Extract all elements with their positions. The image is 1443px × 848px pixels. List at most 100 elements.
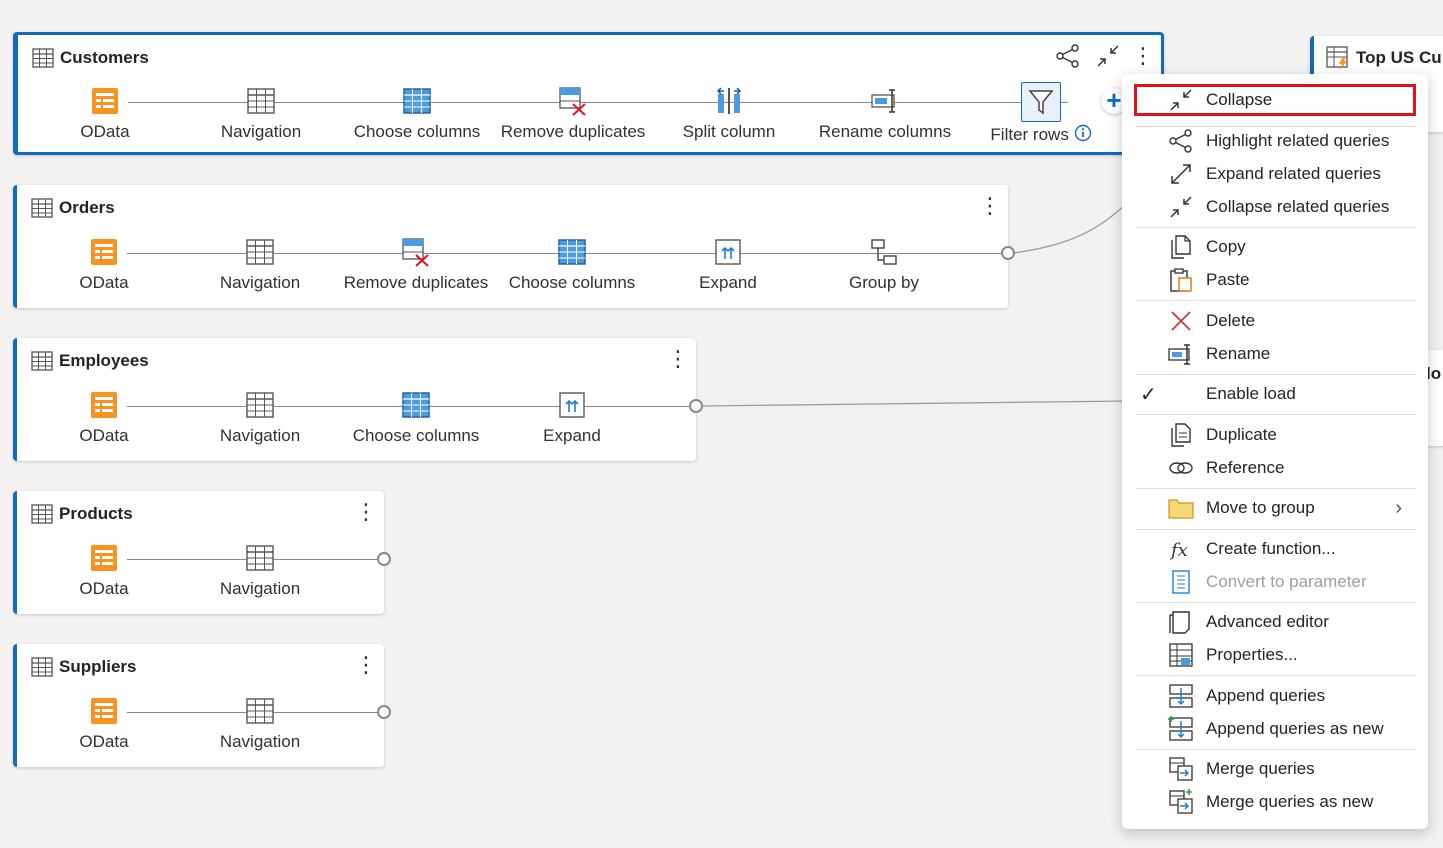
folder-icon: [1168, 495, 1194, 521]
menu-label: Append queries as new: [1206, 719, 1384, 738]
query-name[interactable]: Employees: [59, 351, 149, 370]
step-label: Split column: [682, 122, 776, 141]
step-navigation[interactable]: Navigation: [182, 696, 338, 752]
more-options-button[interactable]: ⋮: [355, 499, 377, 524]
menu-item-expand-related[interactable]: Expand related queries: [1134, 158, 1416, 190]
output-port[interactable]: [377, 705, 391, 719]
more-options-button[interactable]: ⋮: [1132, 43, 1154, 68]
menu-item-reference[interactable]: Reference: [1134, 452, 1416, 484]
parameter-icon: [1168, 569, 1194, 595]
query-card-orders[interactable]: Orders ⋮ OData Navigation Remove duplica…: [13, 185, 1015, 308]
menu-item-duplicate[interactable]: Duplicate: [1134, 419, 1416, 451]
step-odata[interactable]: OData: [26, 696, 182, 752]
step-label: Navigation: [219, 579, 301, 598]
step-remove-duplicates[interactable]: Remove duplicates: [495, 86, 651, 142]
step-choose-columns[interactable]: Choose columns: [339, 86, 495, 142]
output-port[interactable]: [1001, 246, 1015, 260]
menu-item-create-function[interactable]: Create function...: [1134, 533, 1416, 565]
step-split-column[interactable]: Split column: [651, 86, 807, 142]
step-choose-columns[interactable]: Choose columns: [338, 390, 494, 446]
menu-item-copy[interactable]: Copy: [1134, 231, 1416, 263]
step-navigation[interactable]: Navigation: [183, 86, 339, 142]
step-label: Navigation: [219, 273, 301, 292]
card-actions: ⋮: [979, 193, 1001, 219]
step-navigation[interactable]: Navigation: [182, 543, 338, 599]
highlight-related-button[interactable]: [1055, 43, 1081, 69]
menu-label: Highlight related queries: [1206, 131, 1390, 150]
output-port[interactable]: [377, 552, 391, 566]
menu-item-delete[interactable]: Delete: [1134, 305, 1416, 337]
info-icon[interactable]: [1074, 124, 1092, 142]
odata-icon: [89, 543, 119, 573]
step-odata[interactable]: OData: [26, 237, 182, 293]
step-navigation[interactable]: Navigation: [182, 237, 338, 293]
table-icon: [32, 48, 54, 68]
choose-columns-icon: [401, 390, 431, 420]
step-choose-columns[interactable]: Choose columns: [494, 237, 650, 293]
step-group-by[interactable]: Group by: [806, 237, 962, 293]
append-icon: [1168, 683, 1194, 709]
step-label: Rename columns: [818, 122, 952, 141]
menu-item-paste[interactable]: Paste: [1134, 264, 1416, 296]
menu-label: Reference: [1206, 458, 1285, 477]
choose-columns-icon: [557, 237, 587, 267]
query-card-customers[interactable]: Customers ⋮ OData Navigation Choose colu…: [13, 32, 1164, 155]
expand-icon: [1168, 161, 1194, 187]
step-odata[interactable]: OData: [26, 543, 182, 599]
collapse-icon: [1168, 194, 1194, 220]
output-port[interactable]: [689, 399, 703, 413]
more-options-button[interactable]: ⋮: [979, 193, 1001, 218]
menu-item-advanced-editor[interactable]: Advanced editor: [1134, 606, 1416, 638]
query-name[interactable]: Customers: [60, 48, 149, 67]
step-label: Remove duplicates: [500, 122, 646, 141]
step-expand[interactable]: Expand: [650, 237, 806, 293]
menu-separator: [1136, 488, 1416, 489]
menu-item-properties[interactable]: Properties...: [1134, 639, 1416, 671]
step-remove-duplicates[interactable]: Remove duplicates: [338, 237, 494, 293]
split-column-icon: [714, 86, 744, 116]
menu-item-collapse[interactable]: Collapse: [1134, 84, 1416, 116]
step-label: Group by: [849, 273, 919, 292]
menu-item-enable-load[interactable]: ✓Enable load: [1134, 378, 1416, 410]
menu-item-merge-queries-new[interactable]: Merge queries as new: [1134, 786, 1416, 818]
step-expand[interactable]: Expand: [494, 390, 650, 446]
menu-item-move-to-group[interactable]: Move to group›: [1134, 492, 1416, 524]
chevron-right-icon: ›: [1395, 496, 1402, 519]
expand-step-icon: [713, 237, 743, 267]
menu-separator: [1136, 749, 1416, 750]
step-filter-rows[interactable]: Filter rows: [963, 82, 1119, 145]
navigation-icon: [245, 237, 275, 267]
menu-label: Rename: [1206, 344, 1271, 363]
menu-separator: [1136, 374, 1416, 375]
step-label-text: Filter rows: [990, 125, 1069, 144]
odata-icon: [89, 390, 119, 420]
collapse-button[interactable]: [1095, 43, 1121, 69]
more-options-button[interactable]: ⋮: [355, 652, 377, 677]
menu-item-collapse-related[interactable]: Collapse related queries: [1134, 191, 1416, 223]
menu-label: Duplicate: [1206, 425, 1277, 444]
step-navigation[interactable]: Navigation: [182, 390, 338, 446]
query-name[interactable]: Suppliers: [59, 657, 137, 676]
step-odata[interactable]: OData: [26, 390, 182, 446]
copy-icon: [1168, 234, 1194, 260]
query-name[interactable]: Products: [59, 504, 133, 523]
step-label: Navigation: [220, 122, 302, 141]
menu-item-merge-queries[interactable]: Merge queries: [1134, 753, 1416, 785]
card-actions: ⋮: [355, 499, 377, 525]
query-name[interactable]: Orders: [59, 198, 115, 217]
menu-item-append-queries[interactable]: Append queries: [1134, 680, 1416, 712]
group-by-icon: [869, 237, 899, 267]
query-card-suppliers[interactable]: Suppliers ⋮ OData Navigation: [13, 644, 391, 767]
menu-item-append-queries-new[interactable]: Append queries as new: [1134, 713, 1416, 745]
menu-item-rename[interactable]: Rename: [1134, 338, 1416, 370]
more-options-button[interactable]: ⋮: [667, 346, 689, 371]
partial-card-text: lo: [1426, 364, 1442, 383]
query-card-products[interactable]: Products ⋮ OData Navigation: [13, 491, 391, 614]
navigation-icon: [245, 543, 275, 573]
menu-item-highlight-related[interactable]: Highlight related queries: [1134, 125, 1416, 157]
step-rename-columns[interactable]: Rename columns: [807, 86, 963, 142]
step-odata[interactable]: OData: [27, 86, 183, 142]
orders-link-line: [1013, 199, 1131, 254]
query-card-employees[interactable]: Employees ⋮ OData Navigation Choose colu…: [13, 338, 703, 461]
step-label: Expand: [699, 273, 757, 292]
